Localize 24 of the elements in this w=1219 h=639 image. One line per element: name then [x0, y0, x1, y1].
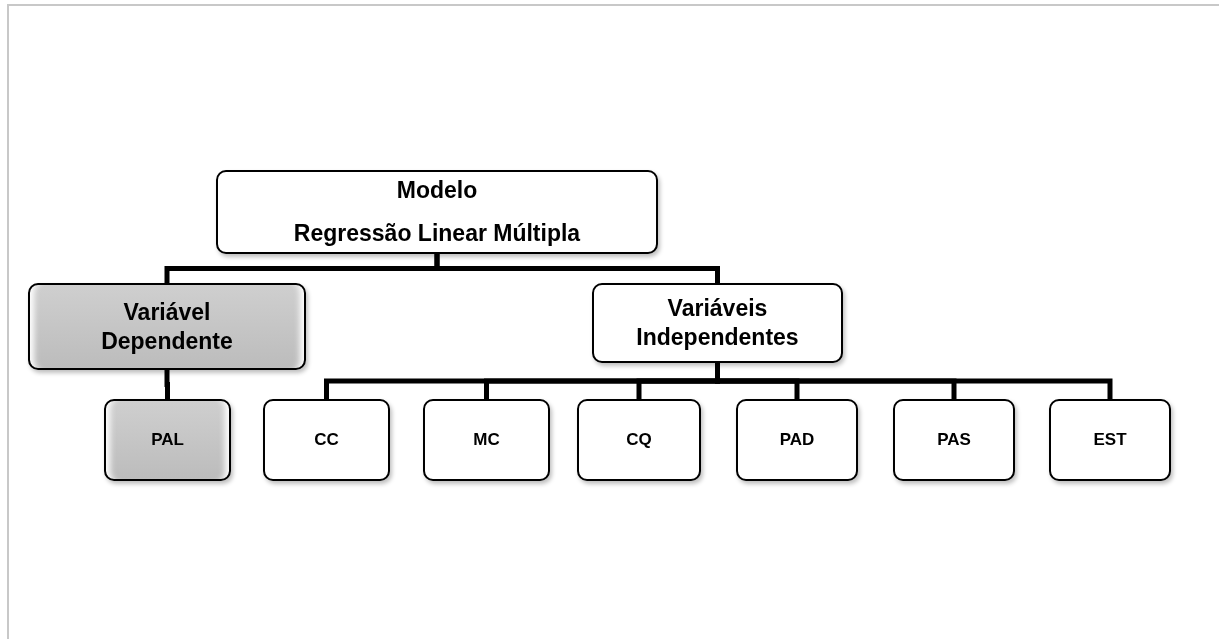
box-label: PAD — [779, 429, 815, 451]
box-label: PAS — [937, 429, 971, 451]
rounded-box — [423, 399, 550, 481]
box-label: Regressão Linear Múltipla — [293, 219, 581, 248]
rounded-box — [893, 399, 1015, 481]
box-label: MC — [473, 429, 500, 451]
connector-line — [434, 254, 720, 283]
box-label: PAL — [151, 429, 184, 451]
rounded-box — [577, 399, 701, 481]
rounded-box — [736, 399, 858, 481]
box-label: Variável Dependente — [100, 297, 234, 356]
shaded-box — [104, 399, 231, 481]
box-heading: Modelo — [396, 176, 478, 205]
rounded-box — [263, 399, 390, 481]
box-label: Variáveis Independentes — [635, 294, 800, 352]
shaded-box — [28, 283, 306, 370]
connector-line — [715, 363, 1113, 399]
rounded-box — [216, 170, 658, 254]
box-label: EST — [1093, 429, 1127, 451]
connector-line — [164, 370, 170, 399]
box-label: CC — [314, 429, 339, 451]
rounded-box — [592, 283, 843, 363]
box-label: CQ — [626, 429, 652, 451]
rounded-box — [1049, 399, 1171, 481]
